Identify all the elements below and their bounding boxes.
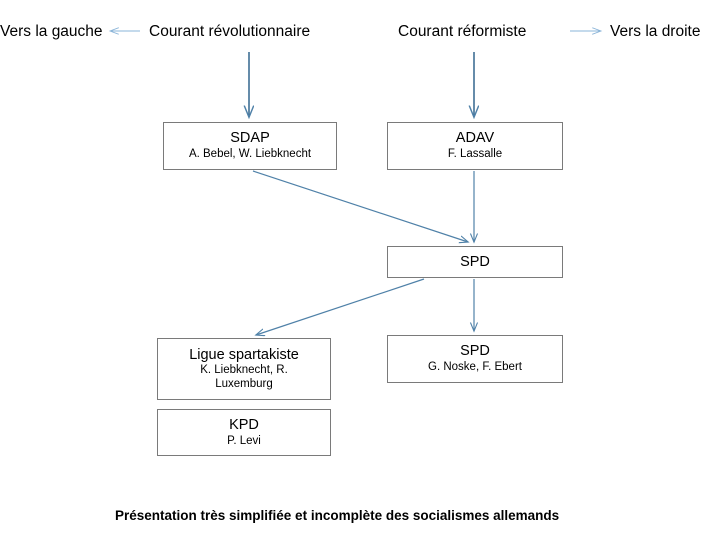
node-spd-main[interactable]: SPD	[387, 246, 563, 278]
node-kpd-title: KPD	[229, 416, 259, 433]
node-sdap[interactable]: SDAP A. Bebel, W. Liebknecht	[163, 122, 337, 170]
arrow-sdap-to-spd	[252, 170, 468, 242]
node-kpd-subtitle: P. Levi	[227, 434, 261, 447]
node-kpd[interactable]: KPD P. Levi	[157, 409, 331, 456]
diagram-caption: Présentation très simplifiée et incomplè…	[115, 508, 560, 523]
arrow-spd-to-ligue	[256, 278, 425, 335]
node-adav-subtitle: F. Lassalle	[447, 148, 503, 161]
node-sdap-subtitle: A. Bebel, W. Liebknecht	[188, 148, 312, 161]
header-vers-la-gauche: Vers la gauche	[0, 23, 103, 40]
node-spd-noske-subtitle: G. Noske, F. Ebert	[428, 361, 522, 374]
node-adav[interactable]: ADAV F. Lassalle	[387, 122, 563, 170]
node-sdap-title: SDAP	[230, 130, 270, 147]
node-ligue-spartakiste-title: Ligue spartakiste	[189, 346, 299, 363]
node-spd-noske-title: SPD	[460, 343, 490, 360]
node-spd-noske[interactable]: SPD G. Noske, F. Ebert	[387, 335, 563, 383]
node-ligue-spartakiste-subtitle: K. Liebknecht, R. Luxemburg	[200, 364, 288, 390]
node-spd-main-title: SPD	[460, 253, 490, 270]
node-adav-title: ADAV	[455, 130, 495, 147]
header-courant-reformiste: Courant réformiste	[398, 23, 527, 40]
header-courant-revolutionnaire: Courant révolutionnaire	[149, 23, 311, 40]
node-ligue-spartakiste[interactable]: Ligue spartakiste K. Liebknecht, R. Luxe…	[157, 338, 331, 400]
header-vers-la-droite: Vers la droite	[610, 23, 701, 40]
